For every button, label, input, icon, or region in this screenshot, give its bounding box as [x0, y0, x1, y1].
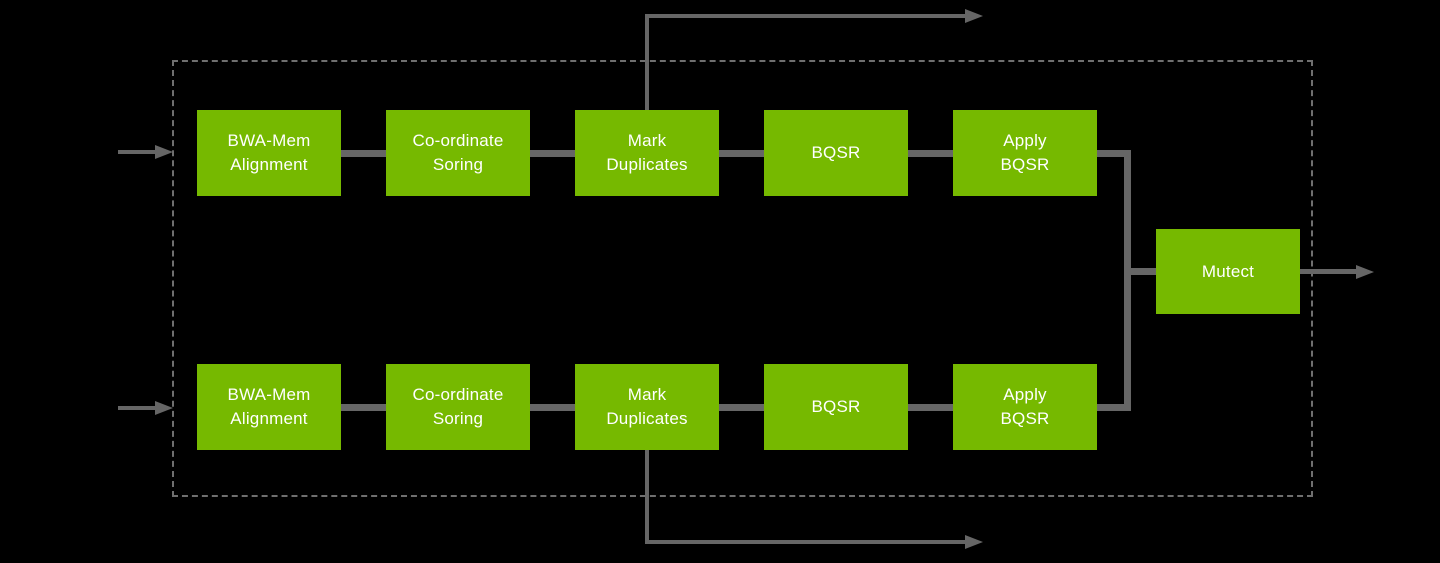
node-label: BQSR	[811, 397, 861, 416]
node-label: BQSR	[811, 143, 861, 162]
node-label: BWA-Mem Alignment	[227, 385, 311, 428]
top-branch-arrow-right-icon	[965, 9, 983, 23]
mutect-input-line	[1124, 268, 1158, 275]
bottom-branch-line-horizontal	[645, 540, 965, 544]
node-label: Co-ordinate Soring	[412, 385, 504, 428]
node-coordinate-soring-bottom: Co-ordinate Soring	[386, 364, 530, 450]
node-label: Apply BQSR	[1000, 131, 1050, 174]
top-input-line	[118, 150, 155, 154]
bottom-input-line	[118, 406, 155, 410]
node-label: Mutect	[1201, 261, 1255, 281]
node-bqsr-top: BQSR	[764, 110, 908, 196]
node-label: Mark Duplicates	[606, 131, 688, 174]
node-label: Mark Duplicates	[606, 385, 688, 428]
output-arrow-right-icon	[1356, 265, 1374, 279]
pipeline-boundary	[172, 60, 1313, 497]
node-label: BWA-Mem Alignment	[227, 131, 311, 174]
node-label: Apply BQSR	[1000, 385, 1050, 428]
node-mutect: Mutect	[1156, 229, 1300, 314]
merge-trunk-line	[1124, 150, 1131, 411]
top-branch-line-horizontal	[645, 14, 965, 18]
node-bqsr-bottom: BQSR	[764, 364, 908, 450]
output-line	[1300, 269, 1356, 274]
node-apply-bqsr-top: Apply BQSR	[953, 110, 1097, 196]
top-branch-line-vertical	[645, 14, 649, 110]
node-label: Co-ordinate Soring	[412, 131, 504, 174]
node-mark-duplicates-top: Mark Duplicates	[575, 110, 719, 196]
node-bwa-mem-alignment-top: BWA-Mem Alignment	[197, 110, 341, 196]
bottom-branch-arrow-right-icon	[965, 535, 983, 549]
node-mark-duplicates-bottom: Mark Duplicates	[575, 364, 719, 450]
bottom-input-arrow-right-icon	[155, 401, 173, 415]
node-bwa-mem-alignment-bottom: BWA-Mem Alignment	[197, 364, 341, 450]
bottom-branch-line-vertical	[645, 450, 649, 544]
node-apply-bqsr-bottom: Apply BQSR	[953, 364, 1097, 450]
node-coordinate-soring-top: Co-ordinate Soring	[386, 110, 530, 196]
top-input-arrow-right-icon	[155, 145, 173, 159]
